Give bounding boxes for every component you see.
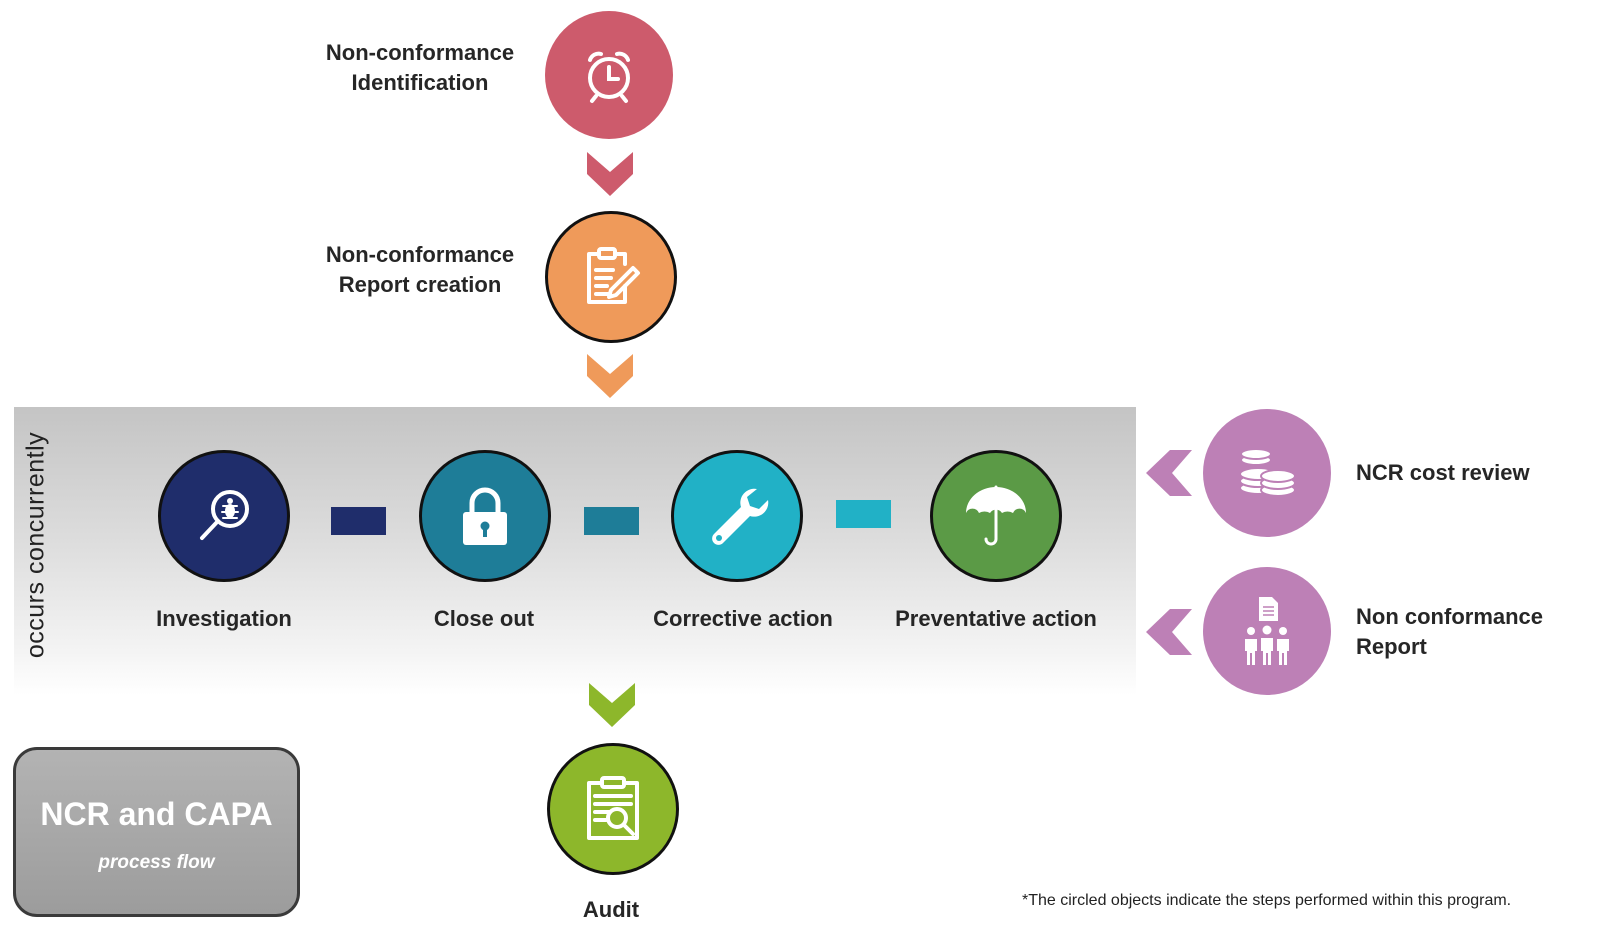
- corrective-action-circle: [671, 450, 803, 582]
- audit-label: Audit: [582, 897, 640, 922]
- coins-icon: [1239, 448, 1296, 497]
- umbrella-icon: [966, 485, 1026, 546]
- non-conformance-report-circle: [1203, 567, 1331, 695]
- alarm-clock-icon: [588, 51, 630, 103]
- identification-label: Non-conformance Identification: [325, 40, 515, 95]
- preventative-action-label: Preventative action: [895, 606, 1097, 631]
- identification-circle: [545, 11, 673, 139]
- connector-2: [584, 507, 639, 535]
- report-creation-label: Non-conformance Report creation: [325, 242, 515, 297]
- arrow-left-2: [1146, 609, 1192, 655]
- arrow-down-3: [589, 683, 635, 727]
- connector-1: [331, 507, 386, 535]
- report-creation-circle: [545, 211, 677, 343]
- ncr-cost-review-circle: [1203, 409, 1331, 537]
- occurs-concurrently-label: occurs concurrently: [21, 431, 50, 659]
- title-sub: process flow: [98, 852, 215, 873]
- clipboard-search-icon: [587, 776, 639, 840]
- non-conformance-report-label: Non conformance Report: [1356, 604, 1544, 659]
- close-out-label: Close out: [433, 606, 535, 631]
- close-out-circle: [419, 450, 551, 582]
- arrow-left-1: [1146, 450, 1192, 496]
- padlock-icon: [463, 487, 507, 545]
- ncr-cost-review-label: NCR cost review: [1356, 460, 1530, 485]
- title-main: NCR and CAPA: [40, 796, 273, 832]
- title-box: NCR and CAPA process flow: [13, 747, 300, 917]
- investigation-circle: [158, 450, 290, 582]
- people-document-icon: [1245, 597, 1289, 665]
- audit-circle: [547, 743, 679, 875]
- investigation-label: Investigation: [156, 606, 292, 631]
- arrow-down-1: [587, 152, 633, 196]
- preventative-action-circle: [930, 450, 1062, 582]
- corrective-action-label: Corrective action: [653, 606, 833, 631]
- connector-3: [836, 500, 891, 528]
- magnifier-bug-icon: [200, 490, 249, 540]
- footnote: *The circled objects indicate the steps …: [1022, 892, 1512, 909]
- clipboard-edit-icon: [587, 247, 640, 304]
- arrow-down-2: [587, 354, 633, 398]
- wrench-icon: [712, 488, 769, 545]
